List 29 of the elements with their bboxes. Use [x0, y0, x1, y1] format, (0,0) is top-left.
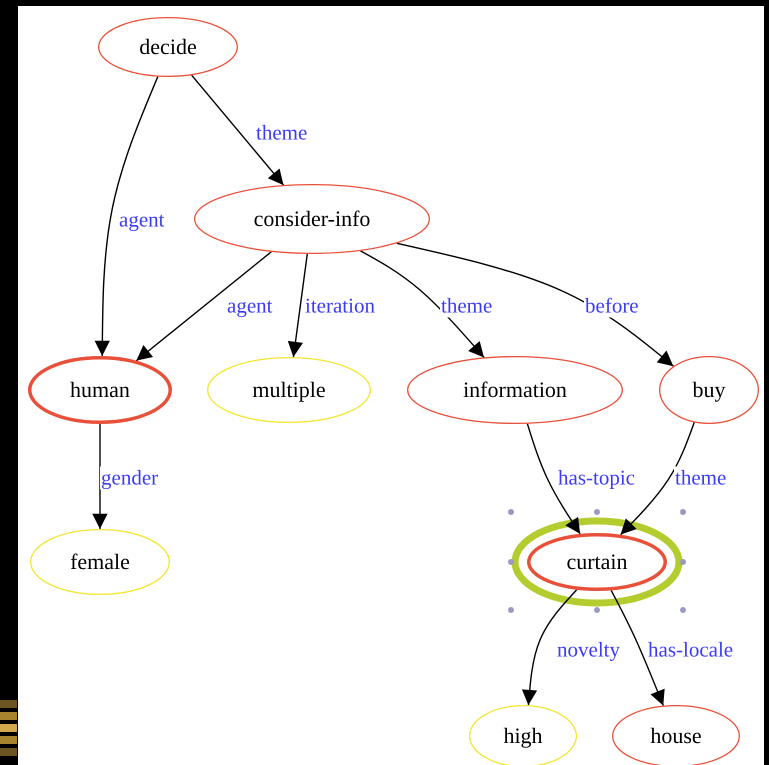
node-label: decide — [139, 34, 197, 60]
arrow — [191, 74, 284, 186]
arrow — [360, 250, 485, 358]
oval-node — [30, 529, 170, 595]
node-label: human — [70, 377, 130, 403]
oval-node — [28, 356, 172, 424]
oval-node — [407, 356, 623, 424]
arrow — [136, 251, 272, 362]
node-label: multiple — [252, 377, 326, 403]
node-label: high — [503, 723, 543, 749]
oval-node — [207, 357, 371, 423]
arrow — [526, 424, 581, 534]
node-label: female — [70, 549, 130, 575]
oval-node — [527, 533, 667, 591]
node-label: consider-info — [254, 206, 370, 232]
arrow — [288, 254, 308, 358]
oval-node — [194, 184, 430, 254]
arrow — [610, 590, 665, 706]
node-label: information — [463, 377, 567, 403]
arrow — [620, 422, 695, 536]
oval-node — [659, 356, 759, 424]
node-label: buy — [692, 377, 726, 403]
node-label: house — [650, 723, 702, 749]
arrow — [94, 76, 158, 356]
edge-label: gender — [100, 466, 160, 490]
node-label: curtain — [566, 549, 628, 575]
arrow — [92, 424, 108, 530]
oval-node — [98, 17, 238, 77]
arrow — [396, 242, 674, 367]
